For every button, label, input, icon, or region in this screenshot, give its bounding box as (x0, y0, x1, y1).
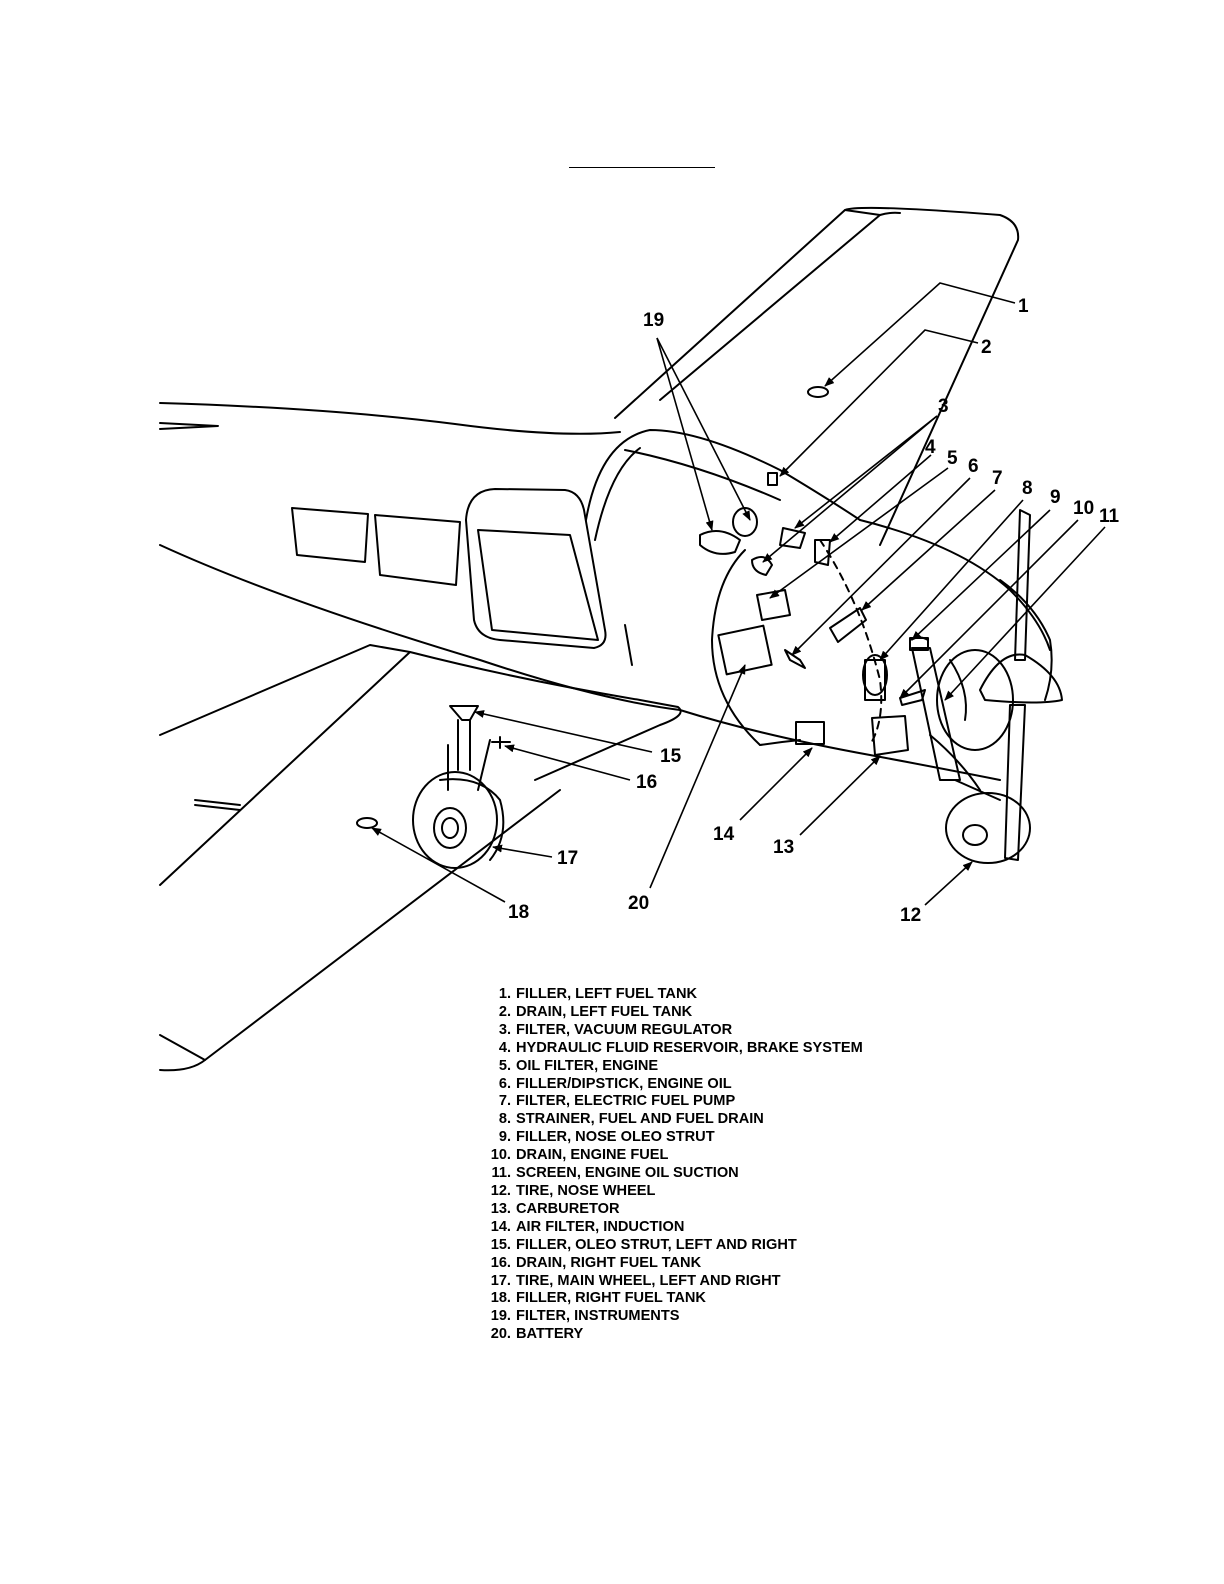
legend-item: 12. TIRE, NOSE WHEEL (478, 1183, 938, 1201)
legend-item-text: TIRE, MAIN WHEEL, LEFT AND RIGHT (516, 1272, 781, 1289)
legend-item-number: 17. (490, 1272, 511, 1289)
legend-item-number: 13. (490, 1200, 511, 1217)
callout-8: 8 (1022, 478, 1033, 499)
callout-2: 2 (981, 337, 992, 358)
header-rule (569, 167, 715, 168)
legend-item: 1. FILLER, LEFT FUEL TANK (478, 986, 938, 1004)
legend-item-text: OIL FILTER, ENGINE (516, 1057, 659, 1074)
legend-item-number: 2. (498, 1003, 511, 1020)
legend-item-text: CARBURETOR (516, 1200, 620, 1217)
callout-3: 3 (938, 396, 949, 417)
aircraft-outline (159, 206, 1063, 1072)
leader-lines (371, 282, 1106, 906)
legend-item-text: FILTER, INSTRUMENTS (516, 1308, 680, 1325)
legend-item-text: TIRE, NOSE WHEEL (516, 1182, 656, 1199)
callout-7: 7 (992, 468, 1003, 489)
legend-item-number: 18. (490, 1290, 511, 1307)
fuselage (159, 402, 1001, 781)
legend-item-text: STRAINER, FUEL AND FUEL DRAIN (516, 1111, 764, 1128)
callout-labels: 1 2 3 4 5 6 7 8 9 10 11 12 13 14 15 16 1… (508, 296, 1120, 926)
callout-11: 11 (1099, 506, 1120, 527)
legend-item-text: DRAIN, ENGINE FUEL (516, 1147, 669, 1164)
callout-12: 12 (900, 905, 921, 926)
legend-item-number: 19. (490, 1308, 511, 1325)
callout-19: 19 (643, 310, 664, 331)
left-wing (614, 206, 1020, 546)
legend-item-text: FILLER, LEFT FUEL TANK (516, 986, 698, 1002)
legend-item: 19. FILTER, INSTRUMENTS (478, 1308, 938, 1326)
legend-item: 14. AIR FILTER, INDUCTION (478, 1219, 938, 1237)
legend-item-text: FILTER, ELECTRIC FUEL PUMP (516, 1093, 736, 1110)
cabin-windows (291, 488, 633, 666)
callout-10: 10 (1073, 498, 1094, 519)
legend-item: 3. FILTER, VACUUM REGULATOR (478, 1022, 938, 1040)
callout-17: 17 (557, 848, 578, 869)
callout-20: 20 (628, 893, 649, 914)
callout-16: 16 (636, 772, 657, 793)
legend-item-number: 15. (490, 1236, 511, 1253)
right-wing (159, 644, 682, 1072)
legend-item: 16. DRAIN, RIGHT FUEL TANK (478, 1255, 938, 1273)
legend-item-number: 8. (498, 1111, 511, 1128)
main-landing-gear (412, 705, 505, 869)
legend-item-number: 7. (498, 1093, 511, 1110)
callout-15: 15 (660, 746, 682, 767)
legend-item-number: 11. (491, 1165, 511, 1182)
callout-18: 18 (508, 902, 529, 923)
legend-item-number: 6. (498, 1075, 511, 1092)
legend-item-number: 14. (490, 1218, 511, 1235)
legend-item: 8. STRAINER, FUEL AND FUEL DRAIN (478, 1111, 938, 1129)
legend-item: 18. FILLER, RIGHT FUEL TANK (478, 1290, 938, 1308)
legend-item-number: 1. (498, 986, 511, 1002)
legend-item: 20. BATTERY (478, 1326, 938, 1344)
legend-item-text: DRAIN, LEFT FUEL TANK (516, 1003, 693, 1020)
legend-item: 6. FILLER/DIPSTICK, ENGINE OIL (478, 1076, 938, 1094)
legend-item: 4. HYDRAULIC FLUID RESERVOIR, BRAKE SYSTE… (478, 1040, 938, 1058)
legend-item-number: 10. (490, 1147, 511, 1164)
callout-9: 9 (1050, 487, 1061, 508)
callout-5: 5 (947, 448, 958, 469)
legend-item-number: 3. (498, 1021, 511, 1038)
legend-item-text: BATTERY (516, 1326, 584, 1343)
legend-item: 7. FILTER, ELECTRIC FUEL PUMP (478, 1093, 938, 1111)
legend-item: 9. FILLER, NOSE OLEO STRUT (478, 1129, 938, 1147)
legend-item-number: 16. (490, 1254, 511, 1271)
callout-4: 4 (925, 437, 936, 458)
legend-item: 17. TIRE, MAIN WHEEL, LEFT AND RIGHT (478, 1273, 938, 1291)
propeller (979, 509, 1063, 861)
callout-1: 1 (1018, 296, 1029, 317)
legend-item: 5. OIL FILTER, ENGINE (478, 1058, 938, 1076)
parts-legend: 1. FILLER, LEFT FUEL TANK 2. DRAIN, LEFT FU… (478, 986, 938, 1344)
legend-item-number: 9. (498, 1129, 511, 1146)
legend-item: 2. DRAIN, LEFT FUEL TANK (478, 1004, 938, 1022)
legend-item-text: DRAIN, RIGHT FUEL TANK (516, 1254, 702, 1271)
legend-item: 10. DRAIN, ENGINE FUEL (478, 1147, 938, 1165)
legend-item-number: 5. (498, 1057, 511, 1074)
legend-item-text: FILLER, RIGHT FUEL TANK (516, 1290, 706, 1307)
legend-item-text: FILTER, VACUUM REGULATOR (516, 1021, 733, 1038)
legend-item-number: 4. (498, 1039, 511, 1056)
callout-13: 13 (773, 837, 794, 858)
legend-item: 15. FILLER, OLEO STRUT, LEFT AND RIGHT (478, 1237, 938, 1255)
legend-item-number: 12. (490, 1182, 511, 1199)
callout-14: 14 (713, 824, 735, 845)
legend-item-text: FILLER, OLEO STRUT, LEFT AND RIGHT (516, 1236, 797, 1253)
windshield (585, 429, 861, 541)
legend-item-text: FILLER, NOSE OLEO STRUT (516, 1129, 715, 1146)
legend-item-text: SCREEN, ENGINE OIL SUCTION (516, 1165, 739, 1182)
legend-item-text: HYDRAULIC FLUID RESERVOIR, BRAKE SYSTEM (516, 1039, 863, 1056)
engine-cowling (711, 519, 1053, 751)
legend-item-number: 20. (490, 1326, 511, 1343)
nose-landing-gear (909, 636, 1031, 864)
legend-item: 11. SCREEN, ENGINE OIL SUCTION (478, 1165, 938, 1183)
legend-item-text: AIR FILTER, INDUCTION (516, 1218, 685, 1235)
callout-6: 6 (968, 456, 979, 477)
legend-item-text: FILLER/DIPSTICK, ENGINE OIL (516, 1075, 732, 1092)
legend-item: 13. CARBURETOR (478, 1201, 938, 1219)
